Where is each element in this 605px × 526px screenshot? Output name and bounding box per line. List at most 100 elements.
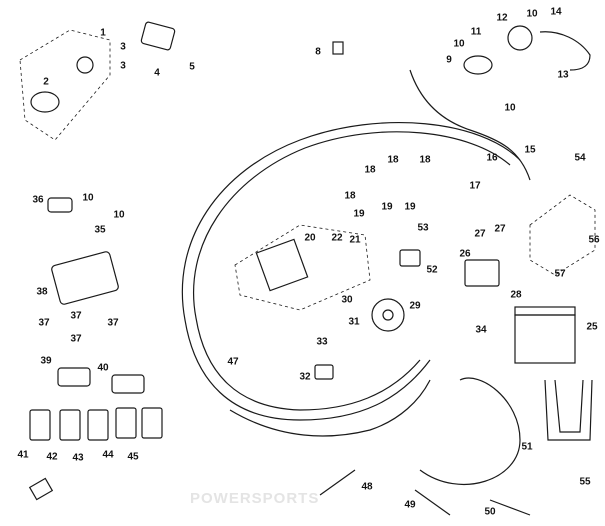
part-26-regulator bbox=[464, 259, 500, 287]
part-36-sensor bbox=[47, 197, 73, 213]
callout-57: 57 bbox=[554, 268, 566, 280]
part-29-horn bbox=[371, 298, 405, 332]
callout-12: 12 bbox=[496, 12, 508, 24]
main-harness-inner bbox=[192, 131, 511, 411]
callout-1: 1 bbox=[100, 27, 106, 39]
group-outline-56 bbox=[529, 194, 596, 276]
part-44-switch bbox=[115, 407, 137, 439]
callout-48: 48 bbox=[361, 481, 373, 493]
callout-39: 39 bbox=[40, 355, 52, 367]
callout-44: 44 bbox=[102, 449, 114, 461]
callout-19: 19 bbox=[381, 201, 393, 213]
part-21-relay-box bbox=[255, 238, 309, 292]
callout-20: 20 bbox=[304, 232, 316, 244]
callout-10: 10 bbox=[113, 209, 125, 221]
callout-43: 43 bbox=[72, 452, 84, 464]
callout-38: 38 bbox=[36, 286, 48, 298]
callout-26: 26 bbox=[459, 248, 471, 260]
harness-branch bbox=[409, 69, 531, 181]
callout-16: 16 bbox=[486, 152, 498, 164]
part-55-bracket bbox=[544, 379, 593, 441]
callout-21: 21 bbox=[349, 234, 361, 246]
callout-54: 54 bbox=[574, 152, 586, 164]
callout-37: 37 bbox=[70, 333, 82, 345]
harness-lower bbox=[229, 379, 431, 437]
part-12-ring bbox=[507, 25, 533, 51]
callout-31: 31 bbox=[348, 316, 360, 328]
callout-18: 18 bbox=[364, 164, 376, 176]
callout-10: 10 bbox=[504, 102, 516, 114]
part-38-ecu bbox=[51, 251, 119, 305]
group-outline-1 bbox=[19, 29, 111, 141]
callout-10: 10 bbox=[526, 8, 538, 20]
part-14-tube bbox=[539, 31, 591, 71]
callout-53: 53 bbox=[417, 222, 429, 234]
callout-55: 55 bbox=[579, 476, 591, 488]
callout-3: 3 bbox=[120, 41, 126, 53]
callout-27: 27 bbox=[474, 228, 486, 240]
part-logo-box bbox=[28, 477, 54, 501]
part-43-switch bbox=[87, 409, 109, 441]
callout-18: 18 bbox=[387, 154, 399, 166]
part-29-horn-inner bbox=[382, 309, 394, 321]
callout-34: 34 bbox=[475, 324, 487, 336]
callout-30: 30 bbox=[341, 294, 353, 306]
callout-15: 15 bbox=[524, 144, 536, 156]
callout-2: 2 bbox=[43, 76, 49, 88]
callout-3: 3 bbox=[120, 60, 126, 72]
callout-5: 5 bbox=[189, 61, 195, 73]
callout-4: 4 bbox=[154, 67, 160, 79]
callout-22: 22 bbox=[331, 232, 343, 244]
group-outline-relay bbox=[234, 224, 371, 311]
callout-9: 9 bbox=[446, 54, 452, 66]
callout-17: 17 bbox=[469, 180, 481, 192]
callout-10: 10 bbox=[82, 192, 94, 204]
part-52-relay bbox=[399, 249, 421, 267]
part-25-battery bbox=[514, 314, 576, 364]
callout-45: 45 bbox=[127, 451, 139, 463]
callout-19: 19 bbox=[353, 208, 365, 220]
callout-11: 11 bbox=[470, 26, 482, 38]
callout-13: 13 bbox=[557, 69, 569, 81]
part-2-socket bbox=[30, 91, 60, 113]
callout-18: 18 bbox=[419, 154, 431, 166]
part-49-tie bbox=[414, 489, 451, 516]
callout-33: 33 bbox=[316, 336, 328, 348]
callout-51: 51 bbox=[521, 441, 533, 453]
callout-42: 42 bbox=[46, 451, 58, 463]
callout-49: 49 bbox=[404, 499, 416, 511]
callout-52: 52 bbox=[426, 264, 438, 276]
callout-50: 50 bbox=[484, 506, 496, 518]
callout-37: 37 bbox=[38, 317, 50, 329]
part-25-battery-top bbox=[514, 306, 576, 316]
part-42-switch bbox=[59, 409, 81, 441]
callout-32: 32 bbox=[299, 371, 311, 383]
callout-29: 29 bbox=[409, 300, 421, 312]
part-32-switch bbox=[314, 364, 334, 380]
part-39-switch bbox=[57, 367, 91, 387]
part-45-switch bbox=[141, 407, 163, 439]
part-41-switch bbox=[29, 409, 51, 441]
main-harness bbox=[181, 121, 521, 421]
callout-18: 18 bbox=[344, 190, 356, 202]
callout-19: 19 bbox=[404, 201, 416, 213]
part-48-cable bbox=[319, 469, 356, 496]
part-4-switch bbox=[140, 21, 176, 51]
callout-27: 27 bbox=[494, 223, 506, 235]
callout-47: 47 bbox=[227, 356, 239, 368]
callout-56: 56 bbox=[588, 234, 600, 246]
callout-8: 8 bbox=[315, 46, 321, 58]
part-11-sensor bbox=[463, 55, 493, 75]
callout-28: 28 bbox=[510, 289, 522, 301]
callout-35: 35 bbox=[94, 224, 106, 236]
callout-37: 37 bbox=[107, 317, 119, 329]
callout-14: 14 bbox=[550, 6, 562, 18]
callout-36: 36 bbox=[32, 194, 44, 206]
callout-25: 25 bbox=[586, 321, 598, 333]
watermark-text: POWERSPORTS bbox=[190, 490, 320, 507]
part-8-fuse bbox=[332, 41, 344, 55]
callout-37: 37 bbox=[70, 310, 82, 322]
harness-lower-2 bbox=[419, 377, 521, 485]
